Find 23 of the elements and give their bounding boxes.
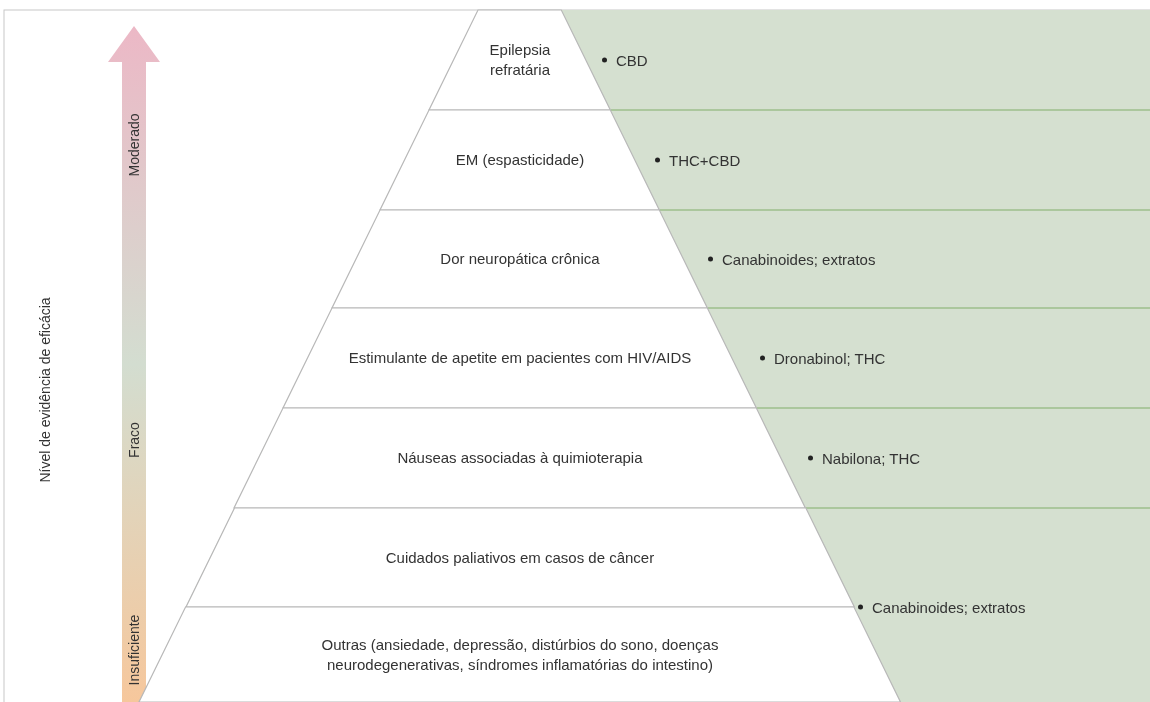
treatment-label: THC+CBD (669, 151, 741, 169)
treatment-label: Dronabinol; THC (774, 349, 886, 367)
level-label: Fraco (126, 422, 142, 458)
tier-label: Náuseas associadas à quimioterapia (396, 447, 644, 468)
level-label: Moderado (126, 113, 142, 177)
treatment-label: Nabilona; THC (822, 449, 921, 467)
axis-title: Nível de evidência de eficácia (37, 297, 53, 483)
treatment-label: Canabinoides; extratos (872, 598, 1026, 616)
tier-label: Dor neuropática crônica (439, 248, 601, 269)
pyramid-tier (185, 508, 855, 607)
tier-label: Estimulante de apetite em pacientes com HIV/AIDS (347, 347, 693, 368)
treatment-label: CBD (616, 51, 648, 69)
pyramid-tier (332, 210, 708, 308)
pyramid-tier (234, 408, 806, 508)
tier-label: Outras (ansiedade, depressão, distúrbios do sono, doenças neurodegenerativas, síndromes inflamatórias do intestino) (320, 634, 720, 675)
tier-label: Epilepsia refratária (488, 39, 552, 80)
level-label: Insuficiente (126, 614, 142, 686)
tier-label: Cuidados paliativos em casos de câncer (384, 547, 656, 568)
pyramid-tier (283, 308, 757, 408)
tier-label: EM (espasticidade) (454, 149, 586, 170)
pyramid-tier (380, 110, 660, 210)
treatment-label: Canabinoides; extratos (722, 250, 876, 268)
pyramid-tier (429, 10, 611, 110)
